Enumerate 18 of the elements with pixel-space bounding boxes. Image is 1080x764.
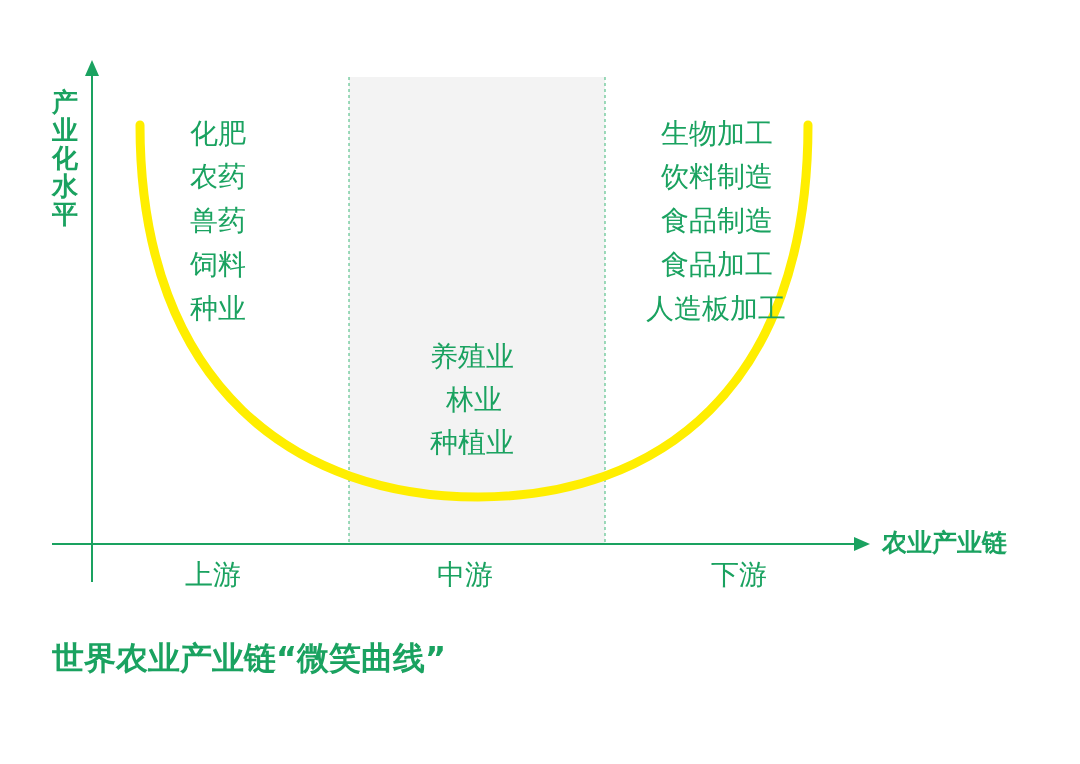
- item-label: 饮料制造: [661, 160, 773, 194]
- chart-title: 世界农业产业链“微笑曲线”: [52, 638, 447, 678]
- item-label: 种业: [190, 292, 246, 326]
- item-label: 农药: [190, 160, 246, 194]
- axis-title: 农业产业链: [882, 527, 1007, 559]
- item-label: 生物加工: [661, 117, 773, 151]
- item-label: 化肥: [190, 117, 246, 151]
- item-label: 林业: [446, 383, 502, 417]
- item-label: 养殖业: [430, 340, 514, 374]
- axis-title: 产业化水平: [52, 88, 79, 228]
- item-label: 兽药: [190, 204, 246, 238]
- axis-tick-label: 中游: [437, 558, 493, 592]
- item-label: 食品制造: [661, 204, 773, 238]
- axis-tick-label: 下游: [711, 558, 767, 592]
- axis-tick-label: 上游: [185, 558, 241, 592]
- item-label: 食品加工: [661, 248, 773, 282]
- item-label: 饲料: [190, 248, 246, 282]
- item-label: 种植业: [430, 426, 514, 460]
